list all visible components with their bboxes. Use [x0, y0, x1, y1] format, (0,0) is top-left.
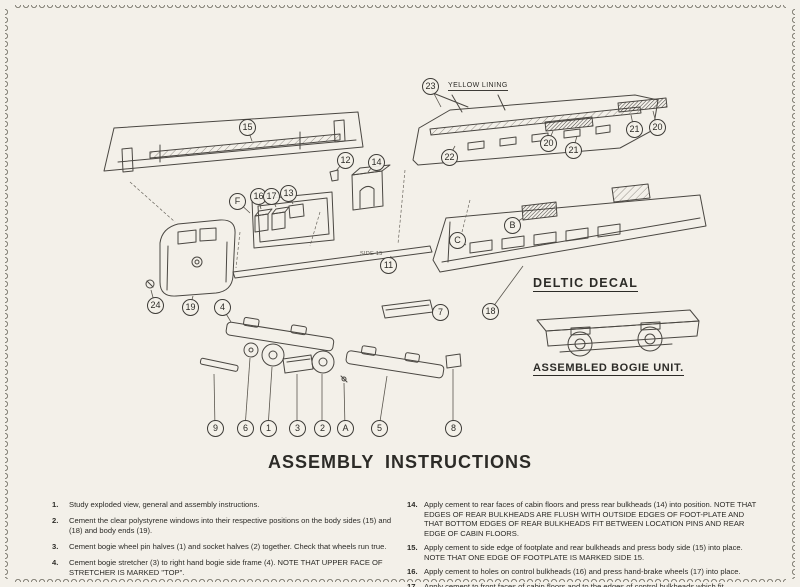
callout-2: 2 [314, 420, 331, 437]
lining-strip-parts [544, 97, 668, 132]
instruction-item: 16. Apply cement to holes on control bulk… [407, 567, 765, 577]
decorative-border-left [5, 8, 12, 579]
cab-interior-parts [232, 164, 433, 279]
callout-8: 8 [445, 420, 462, 437]
instruction-text: Cement bogie wheel pin halves (1) and so… [69, 542, 387, 552]
callout-B: B [504, 217, 521, 234]
callout-21: 21 [565, 142, 582, 159]
callout-13: 13 [280, 185, 297, 202]
callout-22: 22 [441, 149, 458, 166]
callout-14: 14 [368, 154, 385, 171]
callout-9: 9 [207, 420, 224, 437]
callout-F: F [229, 193, 246, 210]
callout-20: 20 [540, 135, 557, 152]
instruction-item: 15. Apply cement to side edge of footplat… [407, 543, 765, 562]
instructions-column-right: 14. Apply cement to rear faces of cabin f… [407, 500, 765, 587]
decorative-border-top [14, 5, 786, 12]
instruction-text: Cement the clear polystyrene windows int… [69, 516, 392, 535]
instruction-number: 15. [407, 543, 418, 553]
callout-A: A [337, 420, 354, 437]
callout-4: 4 [214, 299, 231, 316]
decorative-border-right [788, 8, 795, 579]
decorative-border-bottom [14, 575, 786, 582]
callout-11: 11 [380, 257, 397, 274]
bogie-parts [199, 299, 462, 383]
callout-18: 18 [482, 303, 499, 320]
instruction-number: 14. [407, 500, 418, 509]
callout-21: 21 [626, 121, 643, 138]
assembled-bogie-label: ASSEMBLED BOGIE UNIT. [533, 362, 684, 376]
instruction-item: 3. Cement bogie wheel pin halves (1) and … [52, 542, 392, 552]
callout-24: 24 [147, 297, 164, 314]
callout-15: 15 [239, 119, 256, 136]
chassis-part [432, 183, 707, 273]
instruction-item: 17. Apply cement to front faces of cabin … [407, 582, 765, 587]
callout-1: 1 [260, 420, 277, 437]
callout-23: 23 [422, 78, 439, 95]
yellow-lining-label: YELLOW LINING [448, 82, 508, 91]
body-side-15-part [103, 111, 364, 173]
callout-12: 12 [337, 152, 354, 169]
callout-17: 17 [263, 188, 280, 205]
callout-7: 7 [432, 304, 449, 321]
callout-5: 5 [371, 420, 388, 437]
instruction-number: 3. [52, 542, 59, 552]
side-15-label: SIDE 15 [360, 251, 383, 257]
instruction-text: Cement bogie stretcher (3) to right hand… [69, 558, 383, 578]
instruction-text: Apply cement to side edge of footplate a… [424, 543, 743, 563]
instruction-number: 2. [52, 516, 59, 526]
instruction-text: Study exploded view, general and assembl… [69, 500, 260, 509]
instruction-text: Apply cement to front faces of cabin flo… [424, 581, 724, 587]
assembly-guide-lines [129, 169, 471, 269]
page-title: ASSEMBLY INSTRUCTIONS [267, 452, 533, 472]
callout-leader-lines [150, 85, 658, 429]
deltic-decal-label: DELTIC DECAL [533, 276, 639, 292]
callout-3: 3 [289, 420, 306, 437]
instruction-text: Apply cement to holes on control bulkhea… [424, 567, 741, 577]
roof-part [412, 92, 659, 166]
instruction-number: 17. [407, 581, 418, 587]
callout-19: 19 [182, 299, 199, 316]
instruction-item: 14. Apply cement to rear faces of cabin f… [407, 500, 765, 539]
assembled-bogie-drawing [536, 309, 700, 357]
callout-20: 20 [649, 119, 666, 136]
instruction-item: 1. Study exploded view, general and assem… [52, 500, 392, 510]
instruction-text: Apply cement to rear faces of cabin floo… [424, 500, 757, 539]
instruction-number: 1. [52, 500, 59, 509]
instructions-column-left: 1. Study exploded view, general and assem… [52, 500, 392, 584]
callout-C: C [449, 232, 466, 249]
instruction-item: 4. Cement bogie stretcher (3) to right ha… [52, 558, 392, 577]
diagram-artwork [103, 85, 707, 429]
callout-6: 6 [237, 420, 254, 437]
instruction-number: 4. [52, 558, 59, 568]
instruction-number: 16. [407, 567, 418, 577]
cab-front-part [145, 219, 236, 297]
instruction-item: 2. Cement the clear polystyrene windows i… [52, 516, 392, 535]
